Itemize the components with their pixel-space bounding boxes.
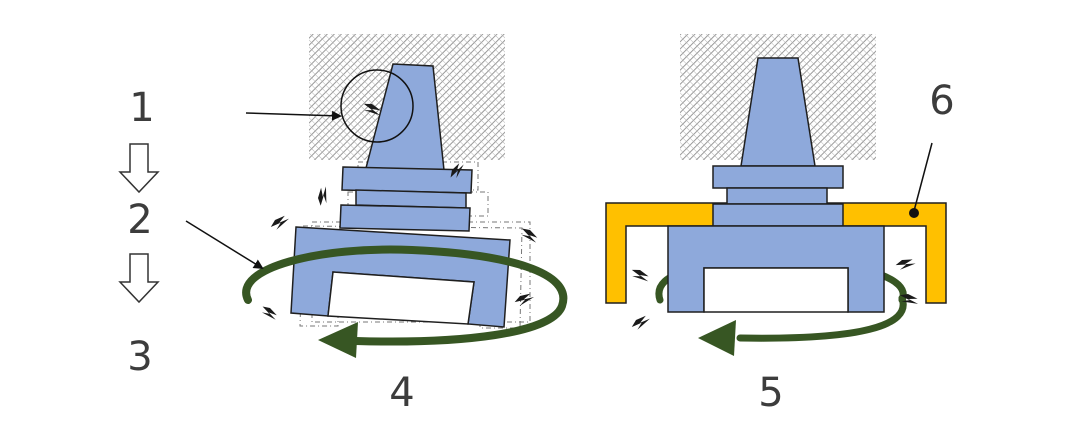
label-1: 1 [129, 85, 154, 131]
lightning-icon [312, 184, 335, 208]
lightning-icon [894, 254, 917, 274]
rotation-arrow-right [736, 294, 907, 342]
rotation-arrow-left [242, 245, 568, 346]
leader-line-6 [913, 142, 933, 212]
lightning-icon [631, 315, 650, 330]
label-6: 6 [929, 78, 954, 124]
rotation-arrowhead-right [698, 320, 736, 356]
lightning-icon [270, 215, 289, 230]
flange-lower-left [339, 204, 471, 232]
leader-line-1 [245, 110, 342, 121]
label-2: 2 [127, 197, 152, 243]
lightning-icon [260, 303, 279, 324]
body-window-right [703, 267, 849, 313]
leader-dot-6 [909, 208, 919, 218]
body-window-left [327, 271, 475, 325]
tool-holder-right [667, 57, 885, 313]
lightning-icon [629, 264, 651, 288]
flange-upper-right [712, 165, 844, 189]
label-4: 4 [389, 370, 414, 416]
leader-line-2 [185, 220, 264, 270]
lightning-icon [514, 291, 535, 309]
flange-neck-right [726, 187, 828, 205]
step-arrow-down-icon [118, 253, 160, 304]
flange-lower-right [712, 203, 844, 227]
label-3: 3 [127, 334, 152, 380]
right-assembly [605, 34, 947, 356]
step-arrow-down-icon [118, 143, 160, 194]
left-assembly [185, 34, 568, 358]
detail-circle [340, 69, 414, 143]
label-5: 5 [758, 370, 783, 416]
flange-upper-left [341, 166, 473, 194]
rotation-arrowhead-left [318, 322, 358, 358]
